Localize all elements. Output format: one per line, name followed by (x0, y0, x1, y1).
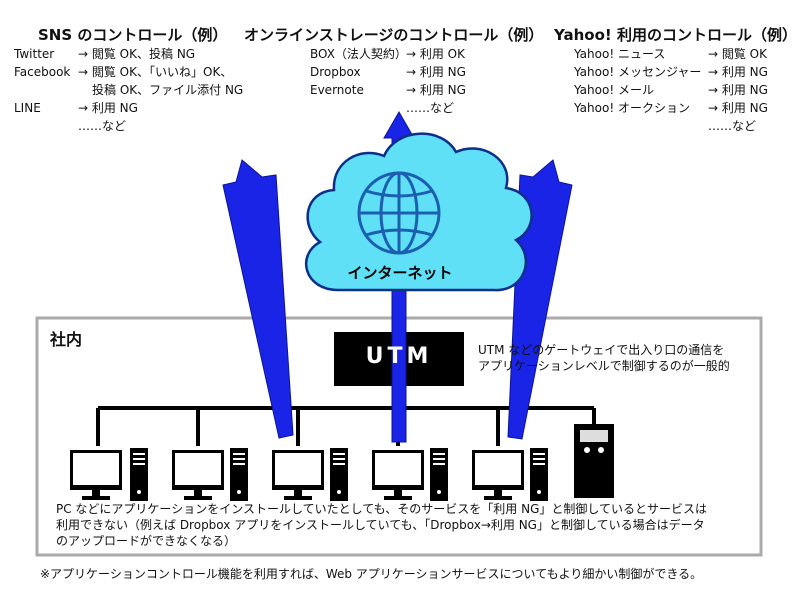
office-label: 社内 (50, 330, 83, 349)
yahoo-control: ……など (708, 119, 757, 133)
storage-service: Evernote (310, 83, 364, 97)
utm-note-line: アプリケーションレベルで制御するのが一般的 (478, 359, 730, 373)
storage-control: → 利用 OK (406, 47, 465, 61)
sns-row: 投稿 OK、ファイル添付 NG (14, 82, 244, 98)
storage-row: BOX（法人契約） → 利用 OK (310, 46, 510, 62)
utm-note-line: UTM などのゲートウェイで出入り口の通信を (478, 343, 725, 357)
cloud-label: インターネット (347, 264, 453, 282)
heading-sns: SNS のコントロール（例） (38, 26, 228, 44)
globe-icon (357, 171, 441, 255)
pc-note-line: 利用できない（例えば Dropbox アプリをインストールしていても、「Drop… (56, 518, 705, 532)
yahoo-row: Yahoo! ニュース → 閲覧 OK (574, 46, 794, 62)
storage-service: BOX（法人契約） (310, 47, 407, 61)
utm-label: UTM (365, 344, 433, 369)
yahoo-control: → 閲覧 OK (708, 47, 767, 61)
yahoo-control: → 利用 NG (708, 83, 768, 97)
yahoo-row: Yahoo! メール → 利用 NG (574, 82, 794, 98)
pc-2 (172, 448, 248, 502)
yahoo-row: ……など (574, 118, 794, 134)
pc-note: PC などにアプリケーションをインストールしていたとしても、そのサービスを「利用… (56, 501, 756, 549)
yahoo-row: Yahoo! メッセンジャー → 利用 NG (574, 64, 794, 80)
storage-control: → 利用 NG (406, 65, 466, 79)
storage-control: ……など (406, 101, 455, 115)
pc-4 (372, 448, 448, 502)
storage-row: Dropbox → 利用 NG (310, 64, 510, 80)
sns-row: Twitter → 閲覧 OK、投稿 NG (14, 46, 244, 62)
sns-row: ……など (14, 118, 244, 134)
storage-service: Dropbox (310, 65, 361, 79)
sns-control: 投稿 OK、ファイル添付 NG (92, 83, 244, 97)
pc-1 (70, 448, 148, 502)
sns-control: → 閲覧 OK、投稿 NG (78, 47, 196, 61)
yahoo-control: → 利用 NG (708, 65, 768, 79)
sns-row: Facebook → 閲覧 OK、「いいね」OK、 (14, 64, 244, 80)
yahoo-service: Yahoo! ニュース (574, 47, 666, 61)
pc-3 (272, 448, 348, 502)
sns-service: LINE (14, 101, 41, 115)
server-icon (574, 424, 614, 498)
storage-row: Evernote → 利用 NG (310, 82, 510, 98)
footnote: ※アプリケーションコントロール機能を利用すれば、Web アプリケーションサービス… (40, 567, 703, 581)
sns-service: Facebook (14, 65, 71, 79)
pc-5 (472, 448, 548, 502)
sns-control: → 閲覧 OK、「いいね」OK、 (78, 65, 233, 79)
yahoo-service: Yahoo! オークション (574, 101, 690, 115)
storage-row: ……など (310, 100, 510, 116)
storage-control: → 利用 NG (406, 83, 466, 97)
yahoo-row: Yahoo! オークション → 利用 NG (574, 100, 794, 116)
pc-note-line: PC などにアプリケーションをインストールしていたとしても、そのサービスを「利用… (56, 502, 708, 516)
arrow-up-left (222, 159, 294, 439)
yahoo-service: Yahoo! メッセンジャー (574, 65, 702, 79)
sns-service: Twitter (14, 47, 55, 61)
heading-storage: オンラインストレージのコントロール（例） (244, 26, 544, 44)
sns-control: → 利用 NG (78, 101, 138, 115)
yahoo-service: Yahoo! メール (574, 83, 654, 97)
heading-yahoo: Yahoo! 利用のコントロール（例） (554, 26, 797, 44)
sns-control: ……など (78, 119, 127, 133)
yahoo-control: → 利用 NG (708, 101, 768, 115)
pc-note-line: のアップロードができなくなる） (56, 534, 237, 548)
utm-note: UTM などのゲートウェイで出入り口の通信を アプリケーションレベルで制御するの… (478, 342, 778, 374)
sns-row: LINE → 利用 NG (14, 100, 244, 116)
